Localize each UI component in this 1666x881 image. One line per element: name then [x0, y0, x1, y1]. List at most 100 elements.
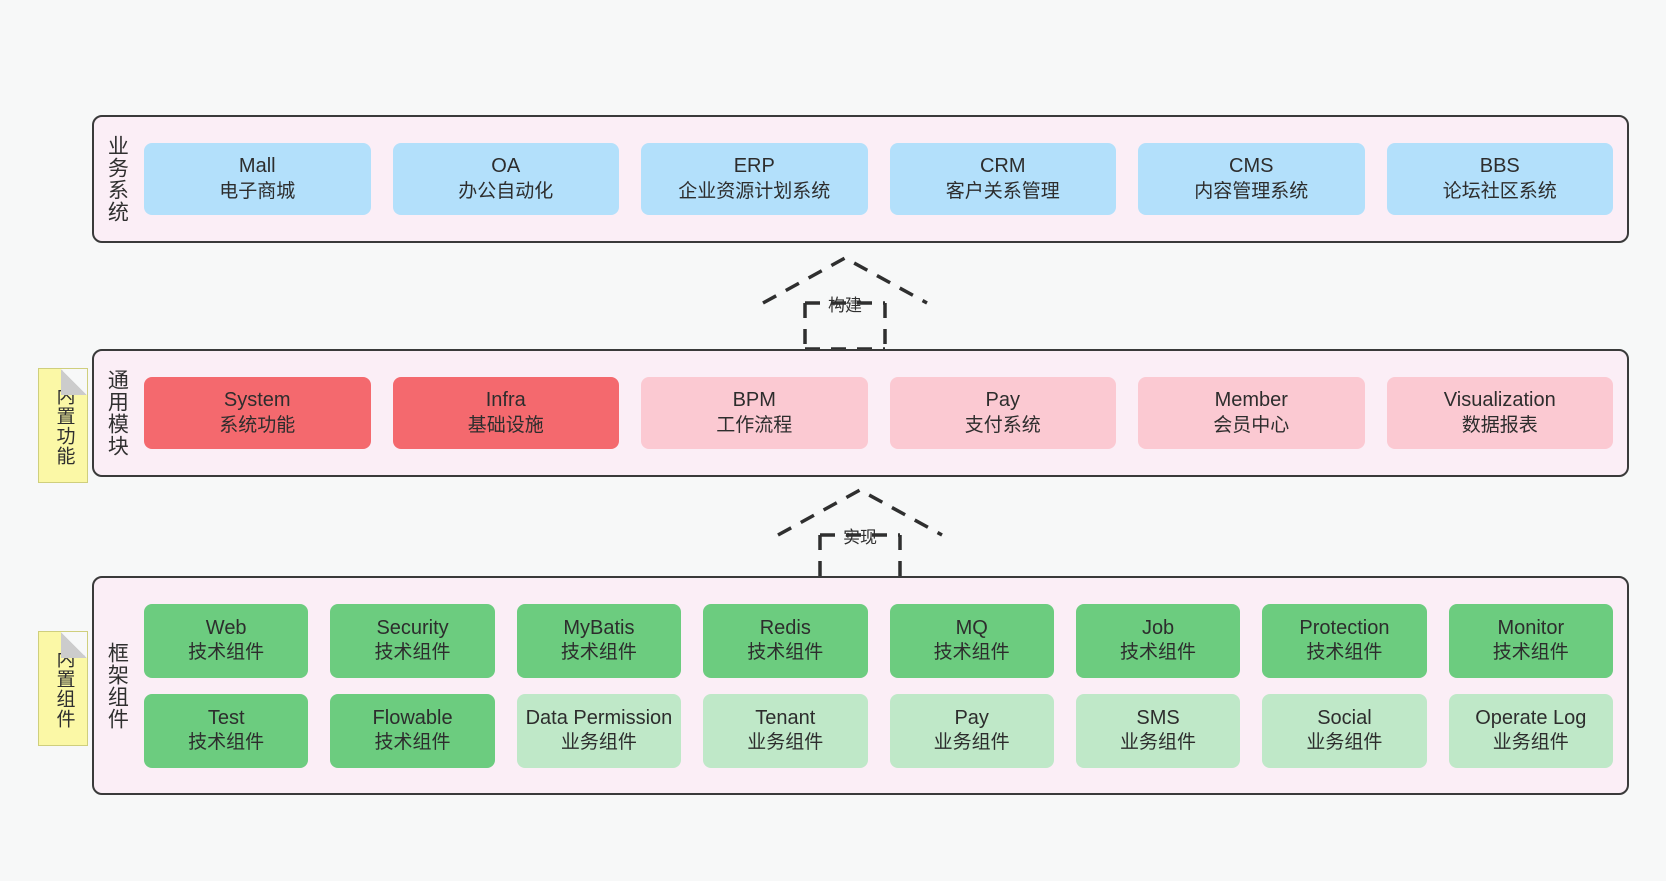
card-protection-en: Protection: [1299, 616, 1390, 639]
card-visualization[interactable]: Visualization 数据报表: [1386, 377, 1613, 449]
layer-body-business-systems: Mall 电子商城 OA 办公自动化 ERP 企业资源计划系统 CRM 客户关系…: [138, 117, 1627, 241]
card-monitor[interactable]: Monitor 技术组件: [1448, 603, 1613, 678]
card-test[interactable]: Test 技术组件: [144, 693, 309, 768]
card-erp-en: ERP: [733, 155, 775, 178]
business-systems-row: Mall 电子商城 OA 办公自动化 ERP 企业资源计划系统 CRM 客户关系…: [144, 143, 1613, 215]
card-bpm-cn: 工作流程: [716, 414, 793, 436]
card-mall-cn: 电子商城: [219, 180, 296, 202]
card-flowable-en: Flowable: [372, 706, 453, 729]
card-pay-component-cn: 业务组件: [933, 732, 1010, 754]
card-protection[interactable]: Protection 技术组件: [1262, 603, 1427, 678]
card-web-cn: 技术组件: [188, 642, 265, 664]
card-social[interactable]: Social 业务组件: [1262, 693, 1427, 768]
card-web[interactable]: Web 技术组件: [144, 603, 309, 678]
card-system[interactable]: System 系统功能: [144, 377, 371, 449]
card-tenant-en: Tenant: [755, 706, 816, 729]
layer-body-common-modules: System 系统功能 Infra 基础设施 BPM 工作流程 Pay 支付系统…: [138, 351, 1627, 475]
card-cms-cn: 内容管理系统: [1194, 180, 1309, 202]
card-flowable-cn: 技术组件: [374, 732, 451, 754]
card-operate-log[interactable]: Operate Log 业务组件: [1448, 693, 1613, 768]
connector-build: 构建: [750, 253, 940, 353]
card-mall[interactable]: Mall 电子商城: [144, 143, 371, 215]
card-erp-cn: 企业资源计划系统: [678, 180, 831, 202]
card-bpm[interactable]: BPM 工作流程: [641, 377, 868, 449]
card-pay-module-en: Pay: [985, 389, 1020, 412]
card-monitor-cn: 技术组件: [1492, 642, 1569, 664]
card-crm-en: CRM: [979, 155, 1026, 178]
card-sms-cn: 业务组件: [1120, 732, 1197, 754]
card-sms[interactable]: SMS 业务组件: [1075, 693, 1241, 768]
card-data-permission[interactable]: Data Permission 业务组件: [516, 693, 682, 768]
card-bbs-en: BBS: [1479, 155, 1520, 178]
framework-components-row-2: Test 技术组件 Flowable 技术组件 Data Permission …: [144, 693, 1613, 768]
card-erp[interactable]: ERP 企业资源计划系统: [641, 143, 868, 215]
card-mybatis-en: MyBatis: [563, 616, 635, 639]
card-tenant-cn: 业务组件: [747, 732, 824, 754]
card-mybatis[interactable]: MyBatis 技术组件: [516, 603, 682, 678]
card-infra-en: Infra: [485, 389, 526, 412]
card-operate-log-en: Operate Log: [1475, 706, 1587, 729]
card-pay-module-cn: 支付系统: [964, 414, 1041, 436]
card-bbs-cn: 论坛社区系统: [1442, 180, 1557, 202]
card-oa-en: OA: [491, 155, 521, 178]
card-visualization-cn: 数据报表: [1461, 414, 1538, 436]
card-redis[interactable]: Redis 技术组件: [703, 603, 868, 678]
card-mq[interactable]: MQ 技术组件: [889, 603, 1054, 678]
card-crm[interactable]: CRM 客户关系管理: [889, 143, 1116, 215]
card-mq-cn: 技术组件: [933, 642, 1010, 664]
connector-build-label: 构建: [828, 296, 862, 315]
card-mq-en: MQ: [955, 616, 988, 639]
connector-implement-label: 实现: [843, 528, 877, 547]
card-pay-module[interactable]: Pay 支付系统: [889, 377, 1116, 449]
card-mall-en: Mall: [238, 155, 276, 178]
card-pay-component-en: Pay: [954, 706, 989, 729]
card-oa[interactable]: OA 办公自动化: [392, 143, 619, 215]
card-crm-cn: 客户关系管理: [945, 180, 1060, 202]
card-redis-cn: 技术组件: [747, 642, 824, 664]
card-security-cn: 技术组件: [374, 642, 451, 664]
card-monitor-en: Monitor: [1497, 616, 1565, 639]
card-mybatis-cn: 技术组件: [560, 642, 637, 664]
card-job-en: Job: [1141, 616, 1175, 639]
card-web-en: Web: [205, 616, 247, 639]
card-bpm-en: BPM: [732, 389, 776, 412]
card-redis-en: Redis: [759, 616, 811, 639]
card-visualization-en: Visualization: [1443, 389, 1556, 412]
card-bbs[interactable]: BBS 论坛社区系统: [1386, 143, 1613, 215]
implement-arrowhead-icon: [777, 488, 943, 537]
card-cms-en: CMS: [1229, 155, 1274, 178]
layer-framework-components: 框架组件 Web 技术组件 Security 技术组件 MyBatis 技术组件…: [92, 576, 1629, 795]
card-member[interactable]: Member 会员中心: [1138, 377, 1365, 449]
card-operate-log-cn: 业务组件: [1492, 732, 1569, 754]
card-system-cn: 系统功能: [219, 414, 296, 436]
note-builtin-function: 内置功能: [38, 368, 88, 483]
layer-title-business-systems: 业务系统: [105, 135, 129, 223]
card-test-cn: 技术组件: [188, 732, 265, 754]
card-job[interactable]: Job 技术组件: [1075, 603, 1241, 678]
layer-body-framework-components: Web 技术组件 Security 技术组件 MyBatis 技术组件 Redi…: [138, 578, 1627, 793]
card-cms[interactable]: CMS 内容管理系统: [1138, 143, 1365, 215]
card-protection-cn: 技术组件: [1306, 642, 1383, 664]
card-infra[interactable]: Infra 基础设施: [392, 377, 619, 449]
card-member-cn: 会员中心: [1213, 414, 1290, 436]
note-builtin-component: 内置组件: [38, 631, 88, 746]
card-tenant[interactable]: Tenant 业务组件: [703, 693, 868, 768]
card-security[interactable]: Security 技术组件: [330, 603, 495, 678]
layer-title-framework-components: 框架组件: [105, 641, 129, 730]
card-flowable[interactable]: Flowable 技术组件: [330, 693, 495, 768]
card-system-en: System: [223, 389, 291, 412]
build-arrowhead-icon: [762, 256, 928, 305]
card-job-cn: 技术组件: [1120, 642, 1197, 664]
card-sms-en: SMS: [1136, 706, 1180, 729]
card-member-en: Member: [1214, 389, 1288, 412]
layer-title-common-modules: 通用模块: [105, 369, 129, 457]
layer-common-modules: 通用模块 System 系统功能 Infra 基础设施 BPM 工作流程 Pay: [92, 349, 1629, 477]
card-pay-component[interactable]: Pay 业务组件: [889, 693, 1054, 768]
layer-business-systems: 业务系统 Mall 电子商城 OA 办公自动化 ERP 企业资源计划系统 CRM: [92, 115, 1629, 243]
card-test-en: Test: [207, 706, 245, 729]
card-data-permission-cn: 业务组件: [560, 732, 637, 754]
card-oa-cn: 办公自动化: [458, 180, 554, 202]
framework-components-row-1: Web 技术组件 Security 技术组件 MyBatis 技术组件 Redi…: [144, 603, 1613, 678]
card-data-permission-en: Data Permission: [525, 706, 673, 729]
